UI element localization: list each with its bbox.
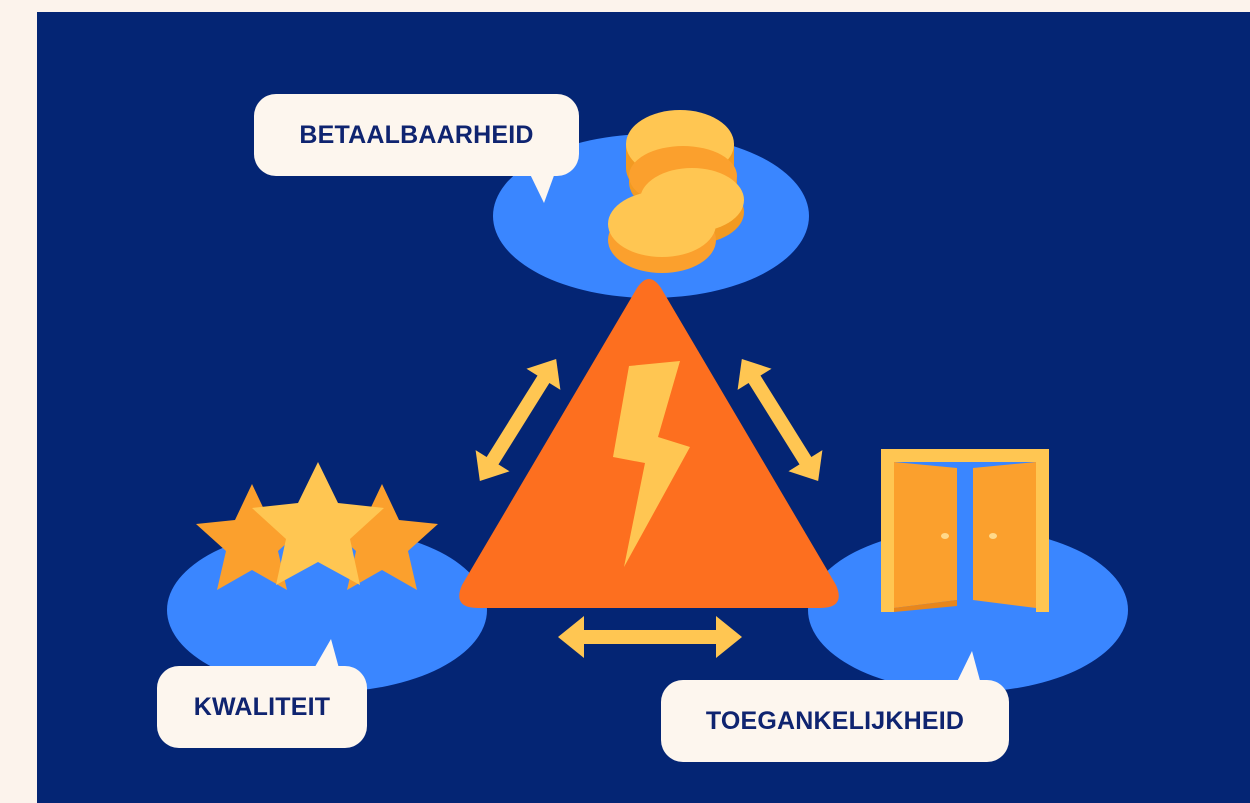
bubble-tail-left	[312, 639, 340, 672]
double-arrow-icon	[737, 358, 823, 482]
accessibility-label: TOEGANKELIJKHEID	[661, 680, 1009, 762]
bubble-tail-right	[954, 651, 982, 688]
three-stars-icon	[196, 462, 438, 590]
double-arrow-icon	[558, 616, 742, 658]
affordability-label: BETAALBAARHEID	[254, 94, 579, 176]
bubble-tail-top	[528, 170, 556, 203]
coin-stack-icon	[608, 110, 744, 273]
double-arrow-icon	[475, 358, 561, 482]
affordability-label-text: BETAALBAARHEID	[299, 120, 534, 149]
open-door-icon	[881, 449, 1049, 612]
quality-label: KWALITEIT	[157, 666, 367, 748]
accessibility-label-text: TOEGANKELIJKHEID	[705, 706, 965, 735]
lightning-bolt-icon	[613, 361, 690, 567]
quality-label-text: KWALITEIT	[193, 692, 331, 721]
